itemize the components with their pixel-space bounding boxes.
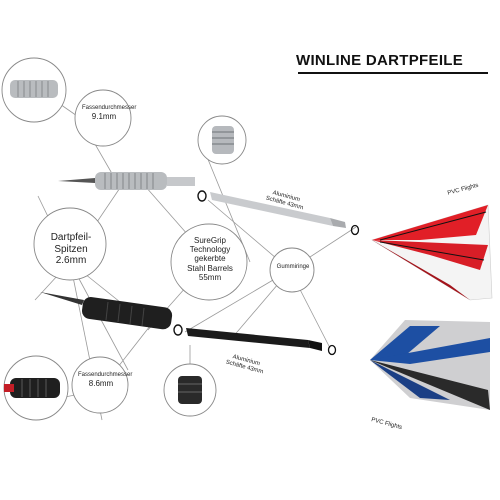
shaft-top [197,190,360,236]
thread-closeup-bottom [178,376,202,404]
barrel-closeup-bottom [4,378,60,398]
suregrip-label: SureGrip Technology gekerbte Stahl Barre… [187,236,233,282]
dart-top [58,172,195,190]
page-title: WINLINE DARTPFEILE [296,52,464,69]
thread-closeup-top [212,126,234,154]
flight-top [371,204,493,301]
shaft-bottom [173,324,337,356]
tips-label: Dartpfeil-Spitzen 2.6mm [50,232,92,266]
barrel-diameter-bottom-label: Fassendurchmesser 8.6mm [78,372,133,388]
flight-bottom [370,320,490,410]
orings-label: Gummiringe [276,264,310,270]
barrel-diameter-top-label: Fassendurchmesser 9.1mm [82,105,137,121]
title-underline [298,72,488,74]
barrel-closeup-top [10,80,58,98]
dart-bottom [40,292,173,330]
